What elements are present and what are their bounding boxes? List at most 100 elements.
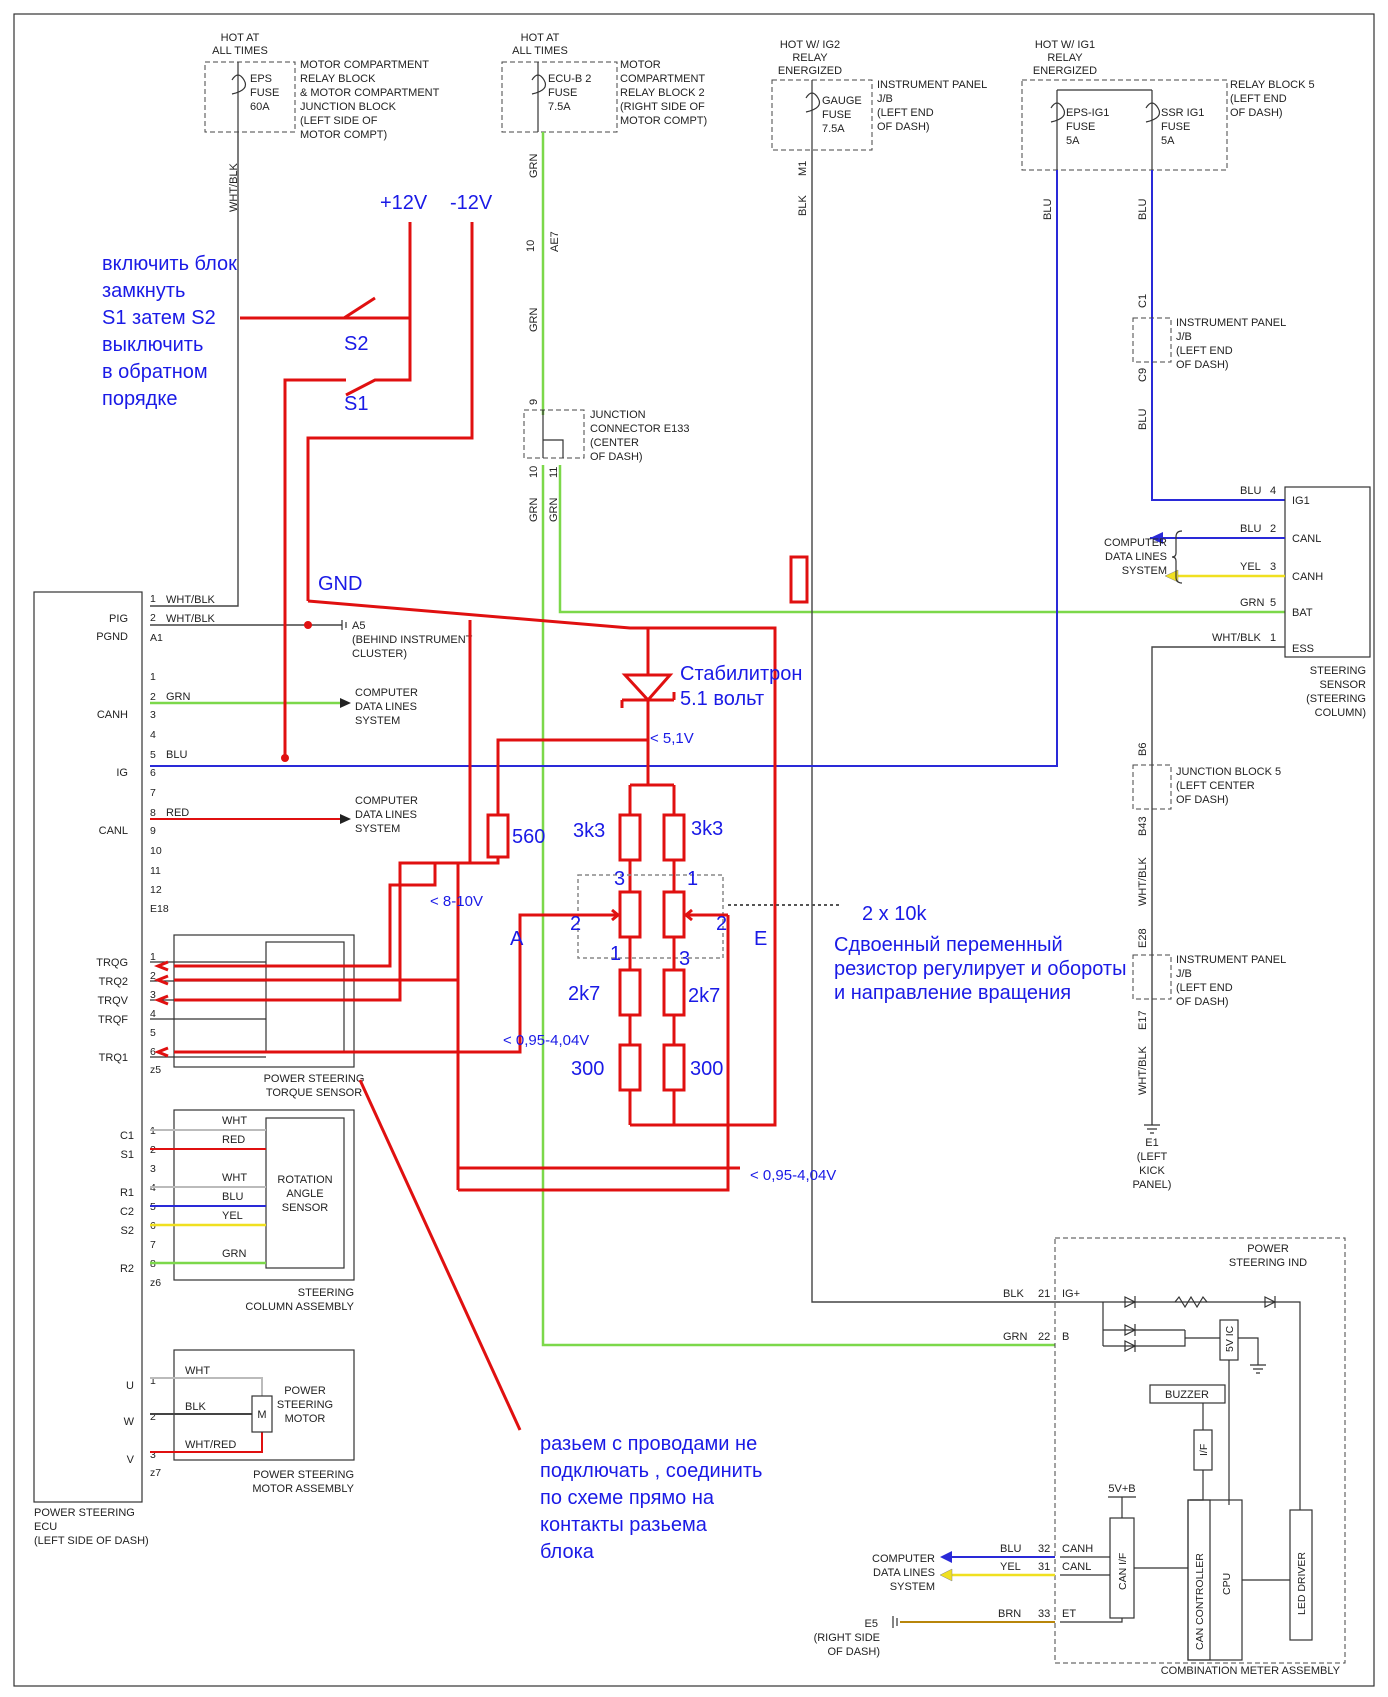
ecu-label-2: ECU: [34, 1521, 57, 1533]
fuse4a-type: FUSE: [1066, 121, 1095, 133]
ss-pin3-wire: YEL: [1240, 561, 1261, 573]
meter-pin32-wire: BLU: [1000, 1543, 1021, 1555]
pgnd-junction-dot: [304, 621, 312, 629]
pin-num-z2: 2: [150, 970, 156, 982]
meter-title-1: POWER: [1247, 1243, 1289, 1255]
instruction-2: замкнуть: [102, 280, 185, 302]
pin-num-1: 1: [150, 593, 156, 605]
ss-label-1: STEERING: [1310, 665, 1366, 677]
a5-ground-icon: [341, 620, 347, 630]
ss-cdl-1: COMPUTER: [1104, 537, 1167, 549]
5v-ic-label: 5V IC: [1224, 1325, 1236, 1352]
trq1-signal-wire: [174, 913, 570, 1054]
fuse1-loc-4: JUNCTION BLOCK: [300, 101, 397, 113]
instruction-3: S1 затем S2: [102, 307, 216, 329]
meter-pin31-wire: YEL: [1000, 1561, 1021, 1573]
fuse3-loc-1: INSTRUMENT PANEL: [877, 79, 987, 91]
meter-pin21-wire: BLK: [1003, 1288, 1024, 1300]
pin-num-e1: 1: [150, 671, 156, 683]
pin-num-z7: z7: [150, 1467, 161, 1479]
e1-label-3: KICK: [1139, 1165, 1165, 1177]
pin-num-m1: 1: [150, 1375, 156, 1387]
ip-jb-c1: C1 C9 INSTRUMENT PANEL J/B (LEFT END OF …: [1132, 294, 1286, 430]
fuse1-type: FUSE: [250, 87, 279, 99]
trq2-arrow: [153, 974, 169, 986]
ig-wire-label: BLU: [166, 749, 187, 761]
r2k7a-label: 2k7: [568, 983, 600, 1005]
ip-jb-e-box: [1132, 954, 1172, 1000]
led-indicator-icon: [1264, 1296, 1277, 1308]
fuse1-box: [204, 61, 296, 133]
wire-label-blu-2: BLU: [1137, 199, 1149, 220]
fuse4b-type: FUSE: [1161, 121, 1190, 133]
rs-wire-6: GRN: [222, 1248, 247, 1260]
fuse2-rating: 7.5A: [548, 101, 571, 113]
fuse1-loc-2: RELAY BLOCK: [300, 73, 376, 85]
c1-connector: C1: [1137, 294, 1149, 308]
fuse2-loc-1: MOTOR: [620, 59, 661, 71]
ecu-pin-s2: S2: [121, 1225, 134, 1237]
pin-num-e4: 4: [150, 729, 156, 741]
fuse1-rating: 60A: [250, 101, 270, 113]
steering-sensor-box: [1284, 486, 1371, 658]
fuse2-type: FUSE: [548, 87, 577, 99]
note-line-1: разьем с проводами не: [540, 1433, 757, 1455]
ecu-pin-trq2: TRQ2: [99, 976, 128, 988]
motor-symbol: [251, 1395, 273, 1433]
b6-connector: B6: [1137, 743, 1149, 756]
led-driver-box: [1289, 1509, 1313, 1641]
minus12v-label: -12V: [450, 192, 493, 214]
jb5-connector: B6 B43 JUNCTION BLOCK 5 (LEFT CENTER OF …: [1132, 743, 1281, 906]
r2k7b-label: 2k7: [688, 985, 720, 1007]
fuse1-symbol: [231, 74, 247, 95]
meter-pin33-wire: BRN: [998, 1608, 1021, 1620]
resistor-560: [486, 813, 510, 859]
ecu-pin-w: W: [124, 1416, 135, 1428]
jb5-label-1: JUNCTION BLOCK 5: [1176, 766, 1281, 778]
canh-wire-label: GRN: [166, 691, 191, 703]
trqv-wire: [174, 620, 472, 1002]
junction-e133-box: [523, 409, 585, 459]
ecu-pin-s1: S1: [121, 1149, 134, 1161]
fuse2-loc-2: COMPARTMENT: [620, 73, 705, 85]
if-label: I/F: [1198, 1444, 1210, 1456]
rs-wire-1: WHT: [222, 1115, 247, 1127]
pwr-8v-wire: [456, 857, 740, 1170]
e17-connector: E17: [1137, 1010, 1149, 1030]
rs-assy-2: COLUMN ASSEMBLY: [245, 1301, 354, 1313]
motor-wire-2: BLK: [185, 1401, 206, 1413]
motor-assembly-box: [173, 1349, 355, 1461]
zener-label-2: 5.1 вольт: [680, 688, 764, 710]
s1-switch: [283, 378, 346, 758]
motor-assy-1: POWER STEERING: [253, 1469, 354, 1481]
e133-label-3: (CENTER: [590, 437, 639, 449]
pin-num-e7: 7: [150, 787, 156, 799]
e28-connector: E28: [1137, 928, 1149, 948]
vrange2-label: < 0,95-4,04V: [750, 1167, 836, 1184]
resistor-3k3-b: [662, 813, 686, 862]
can-if-label: CAN I/F: [1117, 1553, 1129, 1590]
meter-pin32-num: 32: [1038, 1543, 1050, 1555]
ecu-pin-c2: C2: [120, 1206, 134, 1218]
torque-sensor-label-1: POWER STEERING: [264, 1073, 365, 1085]
meter-canl-arrow: [939, 1568, 953, 1582]
gnd-label: GND: [318, 573, 362, 595]
ss-pin3-num: 3: [1270, 561, 1276, 573]
pin-num-e18: E18: [150, 903, 169, 915]
ecu-pin-r2: R2: [120, 1263, 134, 1275]
buzzer-label: BUZZER: [1165, 1389, 1209, 1401]
instruction-6: порядке: [102, 388, 177, 410]
ss-pin4-name: IG1: [1292, 495, 1310, 507]
grn-wire-meter: [541, 465, 1055, 1347]
canl-wire-label: RED: [166, 807, 189, 819]
label-e: E: [754, 928, 767, 950]
rs-label-1: ROTATION: [277, 1174, 332, 1186]
resistor-2k7-a: [618, 968, 642, 1017]
e1-ground: E1 (LEFT KICK PANEL): [1133, 1124, 1171, 1191]
fuse3-loc-3: (LEFT END: [877, 107, 934, 119]
meter-assembly-label: COMBINATION METER ASSEMBLY: [1161, 1665, 1341, 1677]
diagram-frame: [13, 13, 1375, 1687]
ig-junction-dot: [281, 754, 289, 762]
trq2-signal-wire: [458, 915, 730, 1192]
meter-title-2: STEERING IND: [1229, 1257, 1307, 1269]
